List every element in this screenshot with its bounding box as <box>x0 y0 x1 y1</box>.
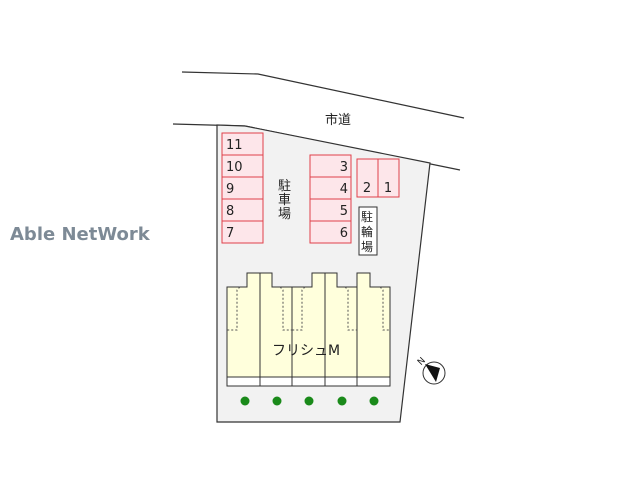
svg-text:車: 車 <box>278 193 291 208</box>
parking-space <box>309 220 352 244</box>
parking-space-number: 5 <box>340 204 348 219</box>
parking-space-number: 6 <box>340 226 348 241</box>
svg-text:場: 場 <box>278 207 291 222</box>
svg-text:駐: 駐 <box>361 209 373 224</box>
compass-icon: N <box>416 356 446 385</box>
parking-space-number: 3 <box>340 160 348 175</box>
parking-space <box>221 220 264 244</box>
tree <box>272 396 282 406</box>
parking-label: 駐 車 場 <box>278 179 291 222</box>
parking-space-number: 7 <box>226 226 234 241</box>
parking-space-number: 8 <box>226 204 234 219</box>
parking-space-number: 2 <box>363 181 371 196</box>
watermark: Able NetWork <box>10 224 151 245</box>
parking-right: 3 4 5 6 <box>309 154 352 244</box>
svg-text:駐: 駐 <box>278 179 291 194</box>
tree <box>240 396 250 406</box>
tree <box>337 396 347 406</box>
parking-space-number: 1 <box>384 181 392 196</box>
parking-space-number: 10 <box>226 160 243 175</box>
parking-space <box>377 158 400 198</box>
building <box>226 272 391 387</box>
tree <box>304 396 314 406</box>
svg-text:輪: 輪 <box>361 224 373 239</box>
road-label: 市道 <box>325 112 351 128</box>
svg-text:場: 場 <box>361 240 373 254</box>
parking-left: 11 10 9 8 7 <box>221 132 264 244</box>
trees <box>240 396 379 406</box>
bicycle-parking <box>358 206 378 256</box>
road-upper-edge <box>181 71 465 119</box>
parking-space-number: 9 <box>226 182 234 197</box>
parking-space-number: 4 <box>340 182 348 197</box>
tree <box>369 396 379 406</box>
svg-text:N: N <box>416 356 428 368</box>
bicycle-parking-label: 駐 輪 場 <box>361 209 373 254</box>
building-name: フリシュM <box>272 343 340 359</box>
parking-space-number: 11 <box>226 138 243 153</box>
